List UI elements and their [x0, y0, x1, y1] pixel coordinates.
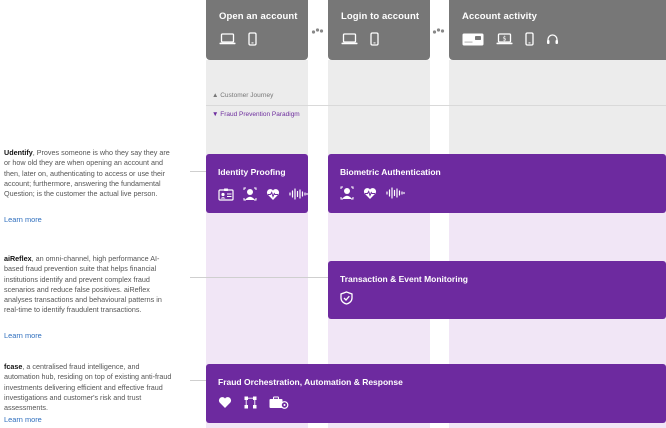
stage-title: Login to account — [341, 11, 420, 22]
face-scan-icon — [340, 186, 354, 200]
heart-pulse-icon — [363, 187, 377, 199]
stage-icons: $ — [462, 32, 559, 46]
guide-line-fcase — [190, 380, 206, 381]
lane-top-activity — [449, 60, 666, 154]
capability-title: Fraud Orchestration, Automation & Respon… — [218, 377, 403, 387]
guide-line-aireflex — [190, 277, 328, 278]
heart-icon — [218, 397, 232, 408]
capability-icons — [218, 396, 289, 409]
capability-title: Transaction & Event Monitoring — [340, 274, 468, 284]
capability-identity-proofing: Identity Proofing — [206, 154, 308, 213]
id-card-icon — [218, 188, 234, 201]
capability-icons — [340, 186, 405, 200]
fraud-prevention-paradigm-label: ▼ Fraud Prevention Paradigm — [212, 111, 300, 118]
product-description-udentify: Udentify, Proves someone is who they say… — [4, 148, 172, 199]
capability-title: Biometric Authentication — [340, 167, 441, 177]
learn-more-link-udentify[interactable]: Learn more — [4, 215, 42, 224]
shield-check-icon — [340, 291, 353, 305]
guide-line-udentify — [190, 171, 206, 172]
laptop-icon — [341, 33, 358, 45]
stage-icons — [341, 32, 379, 46]
stage-connector-icon — [311, 28, 324, 34]
voice-wave-icon — [386, 187, 405, 199]
voice-wave-icon — [289, 188, 308, 200]
laptop-dollar-icon: $ — [496, 33, 513, 45]
product-name: fcase — [4, 362, 23, 371]
journey-divider — [206, 105, 666, 106]
product-text: , a centralised fraud intelligence, and … — [4, 362, 172, 413]
product-name: Udentify — [4, 148, 33, 157]
customer-journey-label: ▲ Customer Journey — [212, 92, 274, 99]
capability-title: Identity Proofing — [218, 167, 286, 177]
workflow-nodes-icon — [244, 396, 257, 409]
stage-login: Login to account — [328, 0, 430, 60]
capability-fraud-orchestration: Fraud Orchestration, Automation & Respon… — [206, 364, 666, 423]
stage-title: Account activity — [462, 11, 537, 22]
stage-title: Open an account — [219, 11, 298, 22]
mobile-phone-icon — [248, 32, 257, 46]
product-description-fcase: fcase, a centralised fraud intelligence,… — [4, 362, 172, 413]
mobile-phone-icon — [370, 32, 379, 46]
stage-icons — [219, 32, 257, 46]
product-text: , an omni-channel, high performance AI-b… — [4, 254, 162, 315]
face-scan-icon — [243, 187, 257, 201]
toolbox-gear-icon — [269, 396, 289, 409]
stage-connector-icon — [432, 28, 445, 34]
mobile-phone-icon — [525, 32, 534, 46]
learn-more-link-aireflex[interactable]: Learn more — [4, 331, 42, 340]
lane-top-open — [206, 60, 308, 154]
product-description-aireflex: aiReflex, an omni-channel, high performa… — [4, 254, 172, 316]
stage-account-activity: Account activity $ — [449, 0, 666, 60]
credit-card-icon — [462, 33, 484, 45]
capability-icons — [218, 187, 308, 201]
product-name: aiReflex — [4, 254, 32, 263]
svg-text:$: $ — [503, 35, 507, 42]
stage-open-account: Open an account — [206, 0, 308, 60]
capability-icons — [340, 291, 353, 305]
learn-more-link-fcase[interactable]: Learn more — [4, 415, 42, 424]
headset-icon — [547, 33, 558, 44]
heart-pulse-icon — [266, 188, 280, 200]
laptop-icon — [219, 33, 236, 45]
product-text: , Proves someone is who they say they ar… — [4, 148, 170, 199]
lane-top-login — [328, 60, 430, 154]
capability-transaction-event-monitoring: Transaction & Event Monitoring — [328, 261, 666, 319]
capability-biometric-authentication: Biometric Authentication — [328, 154, 666, 213]
